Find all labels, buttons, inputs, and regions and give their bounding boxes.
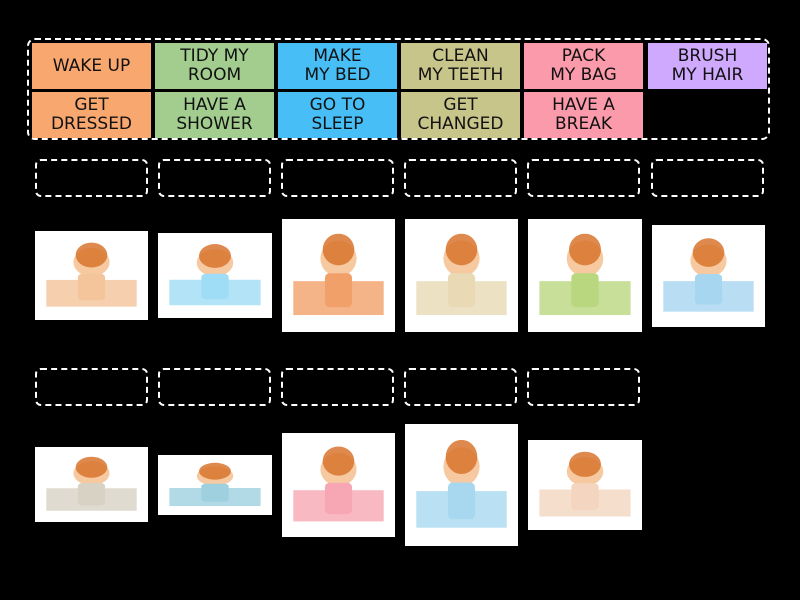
answer-tile[interactable]: HAVE A SHOWER xyxy=(155,92,274,138)
shower-bath-picture xyxy=(282,433,395,537)
answer-tile[interactable]: GET DRESSED xyxy=(32,92,151,138)
brushing-teeth-picture xyxy=(158,233,272,318)
break-relax-picture xyxy=(35,447,148,522)
waking-up-picture xyxy=(528,440,642,530)
getting-changed-picture xyxy=(528,219,642,332)
getting-dressed-picture xyxy=(35,231,148,320)
sleeping-picture xyxy=(158,455,272,515)
drop-zone[interactable] xyxy=(158,159,271,197)
answer-tile[interactable]: PACK MY BAG xyxy=(524,43,643,89)
answer-tile[interactable]: GET CHANGED xyxy=(401,92,520,138)
answer-tile[interactable]: GO TO SLEEP xyxy=(278,92,397,138)
drop-zone[interactable] xyxy=(35,159,148,197)
making-bed-picture xyxy=(405,219,518,332)
drop-zone[interactable] xyxy=(281,159,394,197)
answer-tile[interactable]: MAKE MY BED xyxy=(278,43,397,89)
drop-zone[interactable] xyxy=(158,368,271,406)
answer-tile[interactable]: HAVE A BREAK xyxy=(524,92,643,138)
drop-zone[interactable] xyxy=(281,368,394,406)
packing-bag-picture xyxy=(282,219,395,332)
answer-tile[interactable]: TIDY MY ROOM xyxy=(155,43,274,89)
drop-zone[interactable] xyxy=(404,368,517,406)
drop-zone[interactable] xyxy=(651,159,764,197)
tidy-room-picture xyxy=(405,424,518,546)
drop-zone[interactable] xyxy=(527,159,640,197)
word-bank xyxy=(27,38,770,140)
brushing-hair-picture xyxy=(652,225,765,327)
drop-zone[interactable] xyxy=(35,368,148,406)
answer-tile[interactable]: WAKE UP xyxy=(32,43,151,89)
drop-zone[interactable] xyxy=(527,368,640,406)
answer-tile[interactable]: BRUSH MY HAIR xyxy=(648,43,767,89)
drop-zone[interactable] xyxy=(404,159,517,197)
answer-tile[interactable]: CLEAN MY TEETH xyxy=(401,43,520,89)
